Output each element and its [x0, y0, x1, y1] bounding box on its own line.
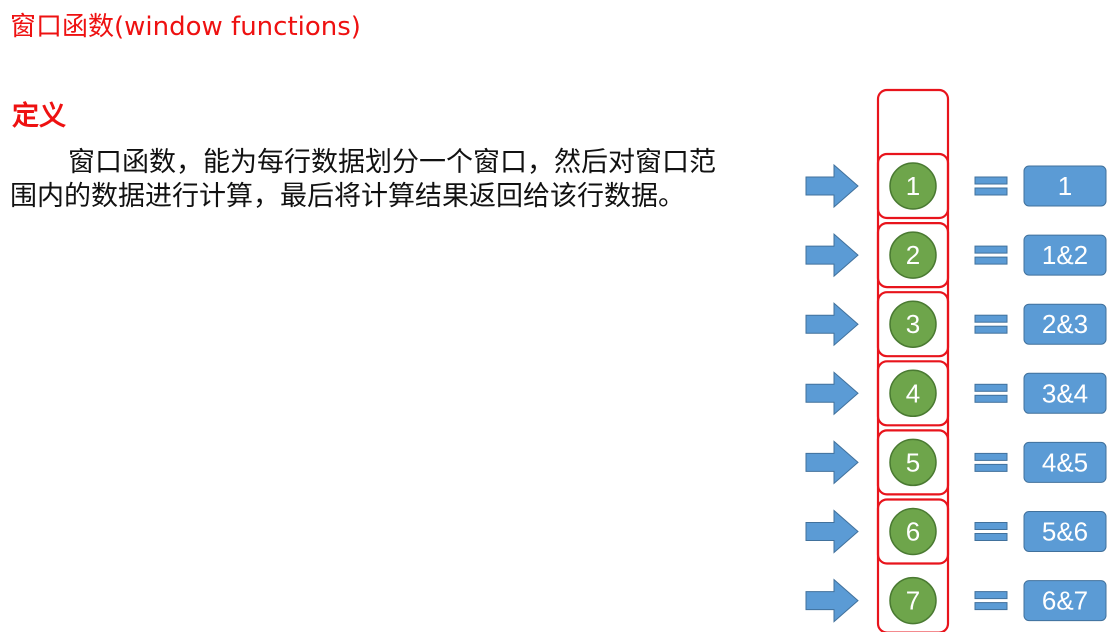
- equals-bottom-bar: [974, 533, 1008, 541]
- equals-top-bar: [974, 314, 1008, 323]
- right-arrow-icon: [805, 163, 859, 209]
- result-box: [1023, 511, 1107, 552]
- result-box: [1023, 372, 1107, 414]
- result-text: 5&6: [1042, 517, 1088, 547]
- result-text: 1&2: [1042, 240, 1088, 270]
- definition-heading: 定义: [12, 101, 66, 132]
- row-number: 4: [906, 378, 920, 408]
- window-frame: [876, 291, 950, 427]
- equals-bottom-bar: [974, 256, 1008, 265]
- right-arrow-icon: [805, 440, 859, 485]
- row-number: 2: [906, 240, 920, 270]
- row-circle: [889, 369, 937, 418]
- row-number: 3: [906, 309, 920, 339]
- window-frame: [876, 152, 950, 289]
- right-arrow-icon: [805, 232, 859, 278]
- row-circle: [889, 438, 937, 487]
- result-text: 6&7: [1042, 586, 1088, 616]
- window-frame: [876, 222, 950, 358]
- equals-top-bar: [974, 383, 1008, 392]
- window-frame: [876, 429, 950, 565]
- diagram-row: 4 3&4: [805, 369, 1107, 418]
- row-circle: [889, 300, 937, 348]
- window-frame: [876, 88, 950, 220]
- row-circle: [889, 507, 937, 556]
- page-title: 窗口函数(window functions): [10, 12, 361, 42]
- result-box: [1023, 234, 1107, 276]
- result-box: [1023, 165, 1107, 207]
- equals-bottom-bar: [974, 187, 1008, 196]
- diagram-row: 2 1&2: [805, 231, 1107, 279]
- result-box: [1023, 303, 1107, 345]
- window-frame: [876, 360, 950, 496]
- definition-body: 窗口函数，能为每行数据划分一个窗口，然后对窗口范围内的数据进行计算，最后将计算结…: [10, 147, 716, 212]
- equals-bottom-bar: [974, 394, 1008, 403]
- equals-bottom-bar: [974, 602, 1008, 611]
- right-arrow-icon: [805, 509, 859, 554]
- result-text: 3&4: [1042, 378, 1088, 408]
- equals-top-bar: [974, 452, 1008, 461]
- window-frames: [876, 88, 950, 632]
- diagram-row: 3 2&3: [805, 300, 1107, 348]
- equals-top-bar: [974, 245, 1008, 254]
- equals-top-bar: [974, 176, 1008, 185]
- row-number: 7: [906, 586, 920, 616]
- right-arrow-icon: [805, 371, 859, 416]
- right-arrow-icon: [805, 302, 859, 347]
- equals-top-bar: [974, 522, 1008, 530]
- row-circle: [889, 162, 937, 210]
- result-text: 2&3: [1042, 309, 1088, 339]
- row-circle: [889, 576, 937, 625]
- row-circle: [889, 231, 937, 279]
- result-text: 4&5: [1042, 447, 1088, 477]
- diagram-row: 5 4&5: [805, 438, 1107, 487]
- diagram-row: 7 6&7: [805, 576, 1107, 625]
- equals-bottom-bar: [974, 325, 1008, 334]
- diagram-row: 6 5&6: [805, 507, 1107, 556]
- definition-text: 窗口函数，能为每行数据划分一个窗口，然后对窗口范围内的数据进行计算，最后将计算结…: [10, 146, 740, 214]
- row-number: 5: [906, 447, 920, 477]
- equals-bottom-bar: [974, 463, 1008, 472]
- window-frame: [876, 498, 950, 632]
- row-number: 6: [906, 517, 920, 547]
- result-box: [1023, 580, 1107, 622]
- result-box: [1023, 441, 1107, 483]
- row-number: 1: [906, 171, 920, 201]
- result-text: 1: [1058, 171, 1072, 201]
- right-arrow-icon: [805, 578, 859, 623]
- equals-top-bar: [974, 591, 1008, 600]
